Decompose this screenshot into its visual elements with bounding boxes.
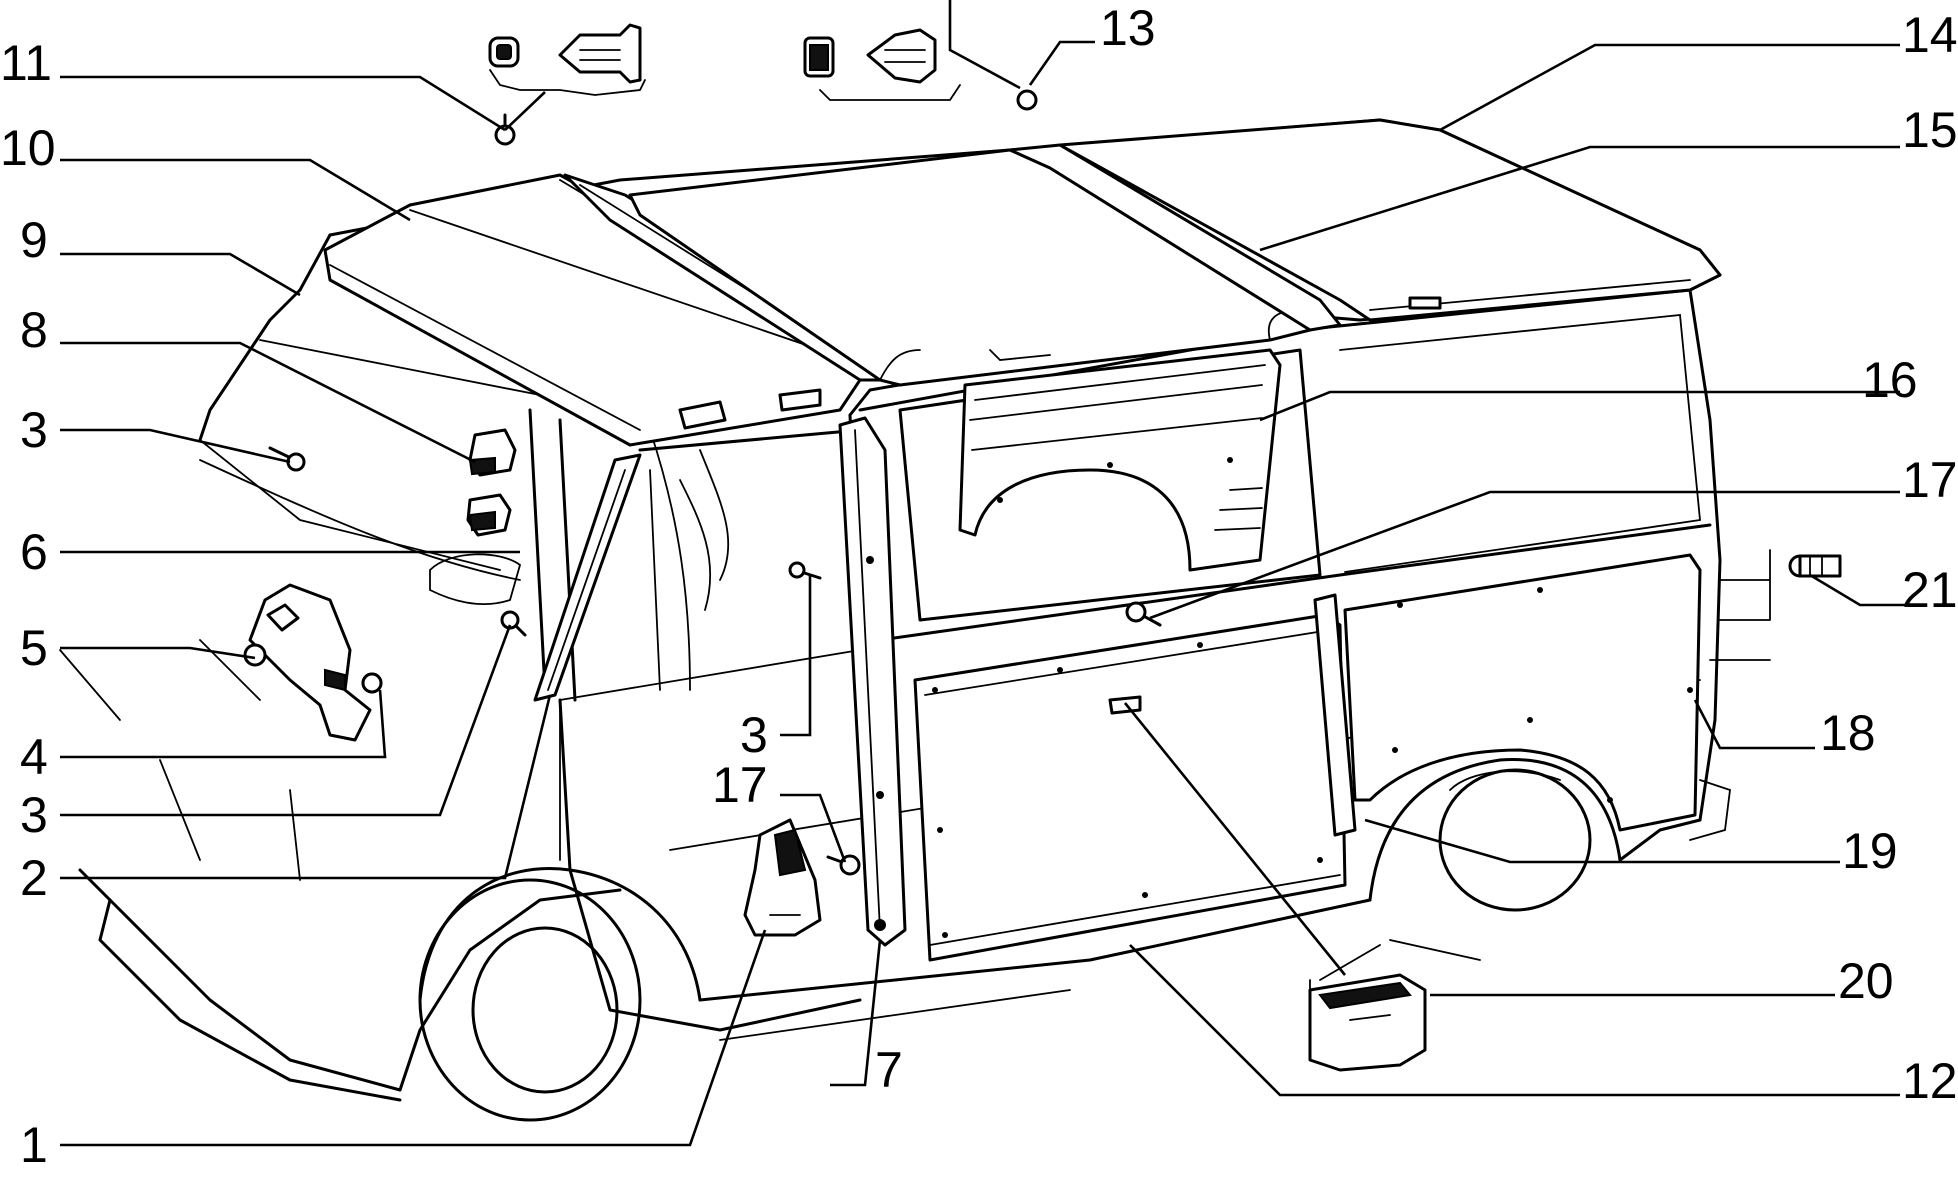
callout-12: 12 xyxy=(1902,1053,1958,1109)
callout-16: 16 xyxy=(1862,352,1918,408)
callout-21: 21 xyxy=(1902,562,1958,618)
callout-2: 2 xyxy=(20,850,48,906)
callout-8: 8 xyxy=(20,302,48,358)
callout-17b: 17 xyxy=(712,757,768,813)
van-body xyxy=(59,118,1731,1122)
callout-3c: 3 xyxy=(20,787,48,843)
screw-3-lower xyxy=(500,610,527,637)
callout-11: 11 xyxy=(0,35,52,91)
lower-side-trim-panel xyxy=(913,613,1347,962)
callout-13: 13 xyxy=(1100,0,1156,56)
clip-21 xyxy=(1788,554,1842,578)
callout-1: 1 xyxy=(20,1117,48,1173)
callout-17a: 17 xyxy=(1902,452,1958,508)
callout-15: 15 xyxy=(1902,102,1958,158)
callout-3b: 3 xyxy=(740,707,768,763)
rear-side-trim-panel xyxy=(1343,553,1702,832)
callout-10: 10 xyxy=(0,120,56,176)
callout-20: 20 xyxy=(1838,953,1894,1009)
side-panels xyxy=(838,348,1702,962)
screw-17-upper xyxy=(1125,601,1162,627)
callout-3a: 3 xyxy=(20,402,48,458)
nut-4 xyxy=(361,672,383,694)
screw-3-mid xyxy=(788,561,822,580)
mounting-bracket xyxy=(248,583,372,742)
clip-set-13 xyxy=(803,28,1038,111)
callout-4: 4 xyxy=(20,729,48,785)
leader-lines xyxy=(60,0,1905,1147)
callout-19: 19 xyxy=(1842,823,1898,879)
front-roof-trim-panel xyxy=(323,173,862,447)
callout-14: 14 xyxy=(1902,7,1958,63)
callout-6: 6 xyxy=(20,524,48,580)
roof-panels xyxy=(323,118,1722,447)
callout-5: 5 xyxy=(20,620,48,676)
clip-set-11 xyxy=(488,23,646,146)
callout-18: 18 xyxy=(1820,705,1876,761)
small-parts xyxy=(243,23,1842,1072)
upper-side-trim-panel xyxy=(958,348,1282,572)
callout-9: 9 xyxy=(20,212,48,268)
b-pillar-trim xyxy=(838,416,907,947)
rear-roof-panel xyxy=(1058,118,1722,322)
rear-pillar-strip xyxy=(1313,593,1357,837)
callout-7: 7 xyxy=(875,1042,903,1098)
